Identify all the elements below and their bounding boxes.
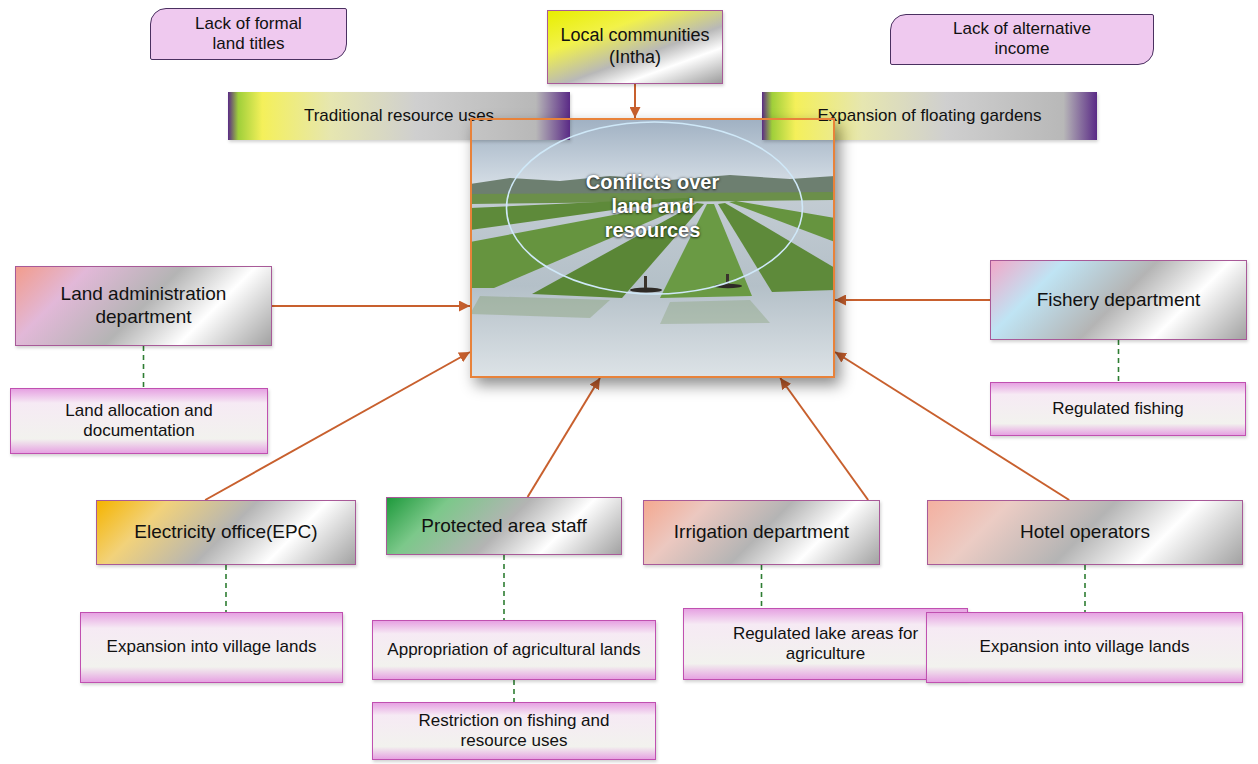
action-box: Expansion into village lands [80,612,343,683]
actor-box: Hotel operators [927,500,1243,565]
node-label: Protected area staff [421,515,586,538]
photo-detail [470,296,610,318]
dashed-link [225,565,227,612]
photo-detail [630,288,662,293]
photo-detail [470,118,835,378]
conflict-photo-box: Conflicts over land and resources [470,118,835,378]
actor-box: Fishery department [990,260,1247,340]
photo-detail [729,201,835,242]
central-issue-text: Conflicts over land and resources [565,170,741,242]
node-label: Appropriation of agricultural lands [387,640,640,660]
node-label: Land administration department [26,283,261,329]
photo-detail [644,276,647,288]
node-label: Land allocation and documentation [21,401,257,442]
activity-band: Traditional resource uses [228,92,570,140]
arrow-connector [272,305,470,307]
node-label: Restriction on fishing and resource uses [387,711,641,752]
node-label: Expansion of floating gardens [818,106,1042,126]
arrow-connector [634,84,636,118]
dashed-link [761,565,763,608]
actor-box: Electricity office(EPC) [96,500,356,565]
arrow-connector [528,378,600,497]
node-label: Expansion into village lands [980,637,1190,657]
node-label: Local communities (Intha) [554,25,716,68]
node-label: Irrigation department [674,521,849,544]
node-label: Fishery department [1037,289,1201,312]
actor-box: Land administration department [15,266,272,346]
dashed-link [513,680,515,702]
dashed-link [1118,340,1120,382]
node-label: Electricity office(EPC) [134,521,317,544]
node-label: Traditional resource uses [304,106,494,126]
action-box: Appropriation of agricultural lands [372,620,656,680]
node-label: Lack of alternative income [931,19,1113,60]
focus-ellipse [472,120,837,380]
dashed-link [503,555,505,620]
connector-group [144,84,1119,702]
photo-detail [660,300,770,324]
actor-box: Local communities (Intha) [547,10,723,84]
dashed-link [1084,565,1086,612]
arrow-connector [835,299,990,301]
actor-box: Protected area staff [386,497,622,555]
arrow-connector [780,378,868,500]
node-label: Regulated lake areas for agriculture [702,624,949,665]
action-box: Land allocation and documentation [10,388,268,454]
node-label: Hotel operators [1020,521,1150,544]
actor-box: Irrigation department [643,500,880,565]
action-box: Expansion into village lands [926,612,1243,683]
node-label: Lack of formal land titles [179,14,318,55]
action-box: Regulated fishing [990,382,1246,436]
issue-tag: Lack of formal land titles [150,8,347,60]
lake-photo [470,118,835,378]
focus-ellipse-outline [507,122,803,294]
activity-band: Expansion of floating gardens [762,92,1097,140]
dashed-link [143,346,145,388]
issue-tag: Lack of alternative income [890,14,1154,65]
action-box: Restriction on fishing and resource uses [372,702,656,760]
node-label: Expansion into village lands [107,637,317,657]
node-label: Regulated fishing [1052,399,1183,419]
